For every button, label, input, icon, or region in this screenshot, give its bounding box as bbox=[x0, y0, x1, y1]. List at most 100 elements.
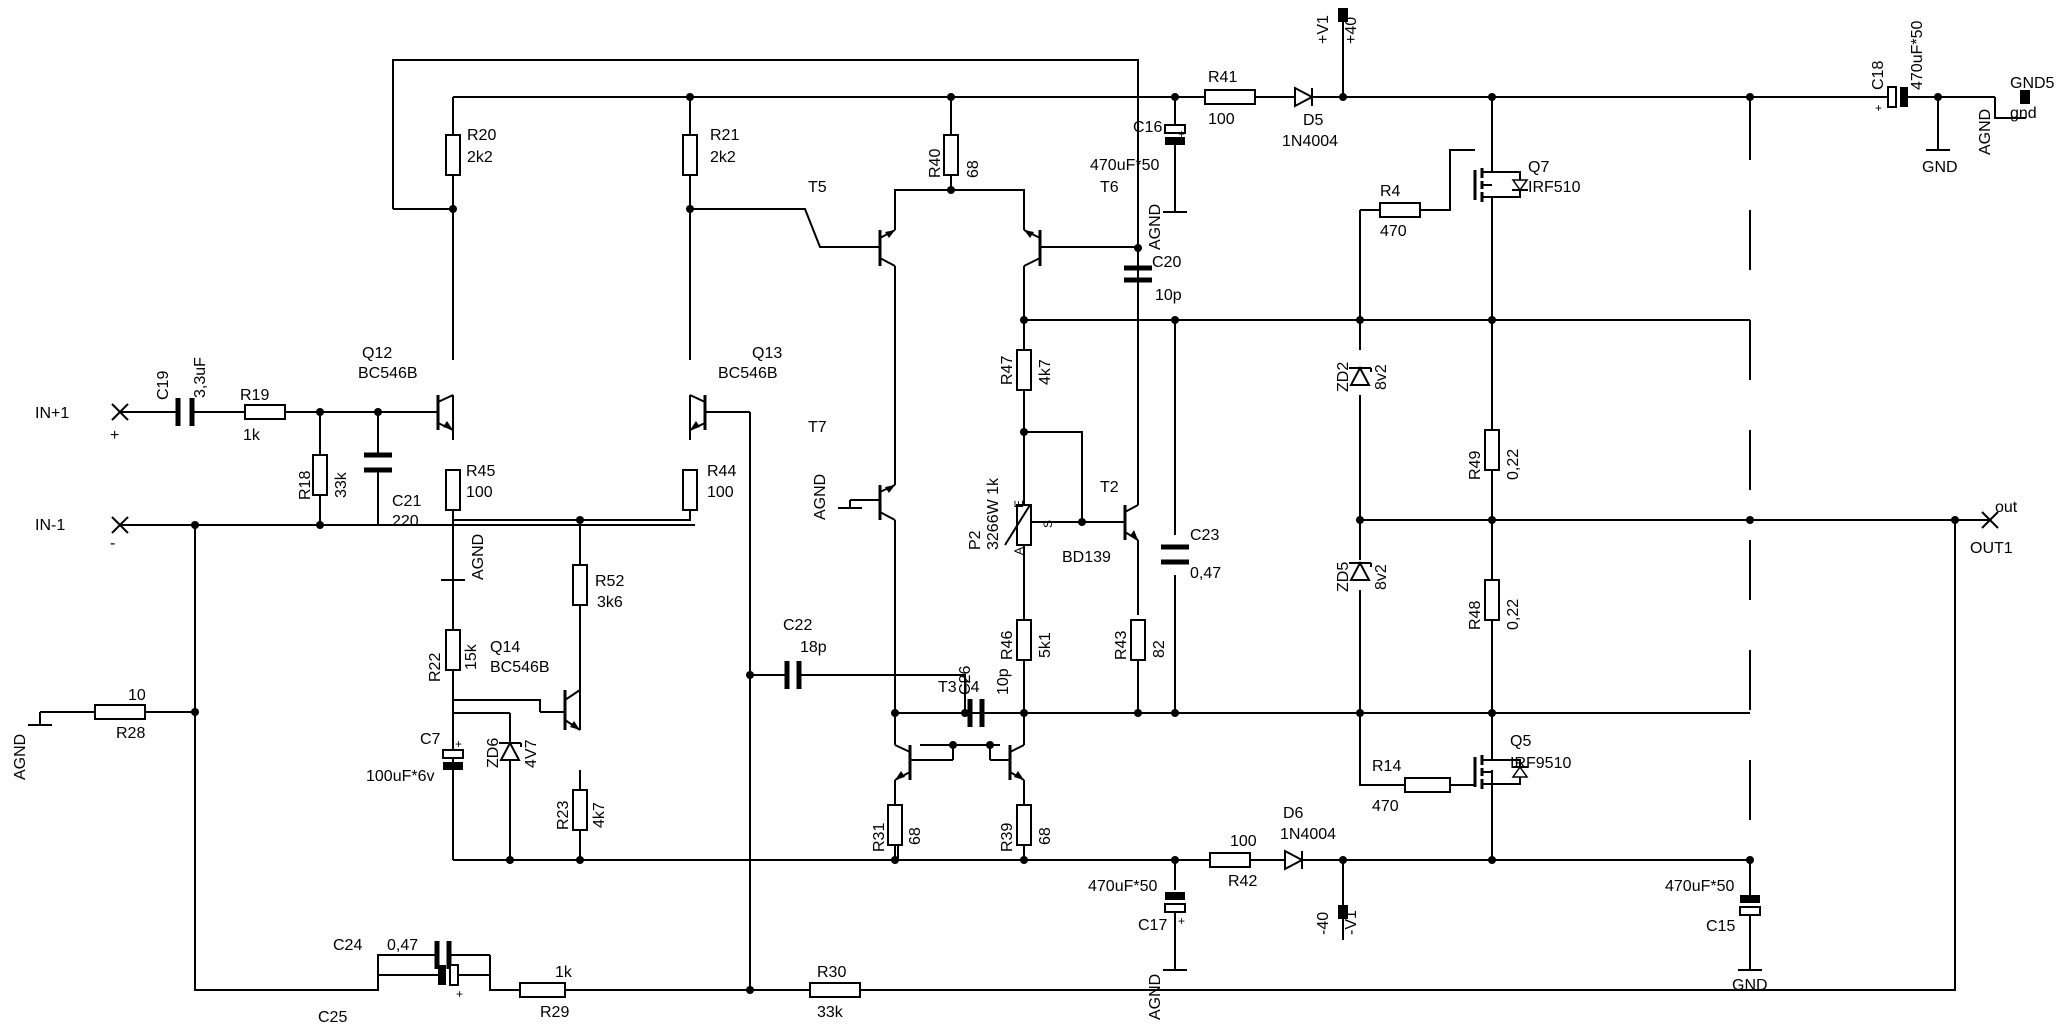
r47-ref: R47 bbox=[999, 356, 1016, 385]
r39-val: 68 bbox=[1037, 827, 1054, 845]
d5-diode bbox=[1294, 86, 1320, 108]
r49-val: 0,22 bbox=[1505, 449, 1522, 480]
junctions bbox=[191, 93, 1959, 994]
r43-val: 82 bbox=[1151, 640, 1168, 658]
q12-val: BC546B bbox=[358, 365, 418, 382]
q5-ref: Q5 bbox=[1510, 733, 1531, 750]
r29-resistor bbox=[519, 982, 566, 998]
c24-ref: C24 bbox=[333, 937, 362, 954]
diodes bbox=[453, 86, 1372, 871]
q12-transistor bbox=[420, 394, 454, 431]
r40-ref: R40 bbox=[927, 149, 944, 178]
pot-wiper bbox=[1004, 504, 1082, 546]
vminus-label: -V1 bbox=[1343, 910, 1360, 935]
t4-transistor bbox=[952, 744, 1025, 781]
agnd-label-c16: AGND bbox=[1147, 204, 1164, 250]
c26-capacitor bbox=[953, 699, 990, 727]
q7-ref: Q7 bbox=[1528, 159, 1549, 176]
q14-transistor bbox=[453, 689, 581, 731]
r18-ref: R18 bbox=[297, 471, 314, 500]
r42-resistor bbox=[1209, 852, 1251, 868]
c18-plus: + bbox=[1875, 101, 1882, 115]
d6-val: 1N4004 bbox=[1280, 826, 1336, 843]
r20-resistor bbox=[445, 134, 461, 176]
c22-ref: C22 bbox=[783, 617, 812, 634]
t6-label: T6 bbox=[1100, 179, 1119, 196]
c18-ref: C18 bbox=[1870, 61, 1887, 90]
r28-val: 10 bbox=[128, 687, 146, 704]
r22-val: 15k bbox=[463, 643, 480, 670]
t2-transistor bbox=[1123, 500, 1139, 541]
t3-transistor bbox=[894, 744, 953, 781]
r46-ref: R46 bbox=[999, 631, 1016, 660]
r40-val: 68 bbox=[965, 160, 982, 178]
c26-ref: C26 bbox=[957, 666, 974, 695]
r14-ref: R14 bbox=[1372, 758, 1401, 775]
r44-val: 100 bbox=[707, 484, 734, 501]
r41-ref: R41 bbox=[1208, 69, 1237, 86]
zd6-val: 4V7 bbox=[523, 739, 540, 768]
r4-val: 470 bbox=[1380, 223, 1407, 240]
r52-val: 3k6 bbox=[597, 594, 623, 611]
d6-ref: D6 bbox=[1283, 805, 1304, 822]
resistors bbox=[94, 89, 1500, 998]
c7-capacitor bbox=[442, 730, 464, 860]
c19-ref: C19 bbox=[155, 371, 172, 400]
in-minus-label: IN-1 bbox=[35, 517, 65, 534]
t6-transistor bbox=[1023, 220, 1138, 267]
c15-ref: C15 bbox=[1706, 918, 1735, 935]
r52-ref: R52 bbox=[595, 573, 624, 590]
d5-ref: D5 bbox=[1303, 112, 1324, 129]
c23-val: 0,47 bbox=[1190, 565, 1221, 582]
r20-ref: R20 bbox=[467, 127, 496, 144]
q7-mosfet bbox=[1473, 160, 1529, 202]
c7-val: 100uF*6v bbox=[366, 768, 435, 785]
r18-val: 33k bbox=[333, 471, 350, 498]
c23-capacitor bbox=[1161, 544, 1189, 565]
c17-plus: + bbox=[1178, 914, 1185, 928]
c24-capacitor bbox=[434, 941, 490, 969]
gnd-small-label: gnd bbox=[2010, 105, 2037, 122]
r30-ref: R30 bbox=[817, 964, 846, 981]
gnd5-label: GND5 bbox=[2010, 75, 2055, 92]
r23-ref: R23 bbox=[555, 801, 572, 830]
c20-capacitor bbox=[1124, 265, 1152, 283]
zd5-val: 8v2 bbox=[1373, 564, 1390, 590]
r30-val: 33k bbox=[817, 1004, 844, 1021]
capacitors bbox=[170, 86, 1910, 986]
r48-resistor bbox=[1484, 579, 1500, 621]
r4-resistor bbox=[1379, 202, 1421, 218]
pot-pin-s: S bbox=[1041, 520, 1055, 528]
r43-resistor bbox=[1130, 619, 1146, 661]
pot-pin-a: A bbox=[1012, 547, 1026, 555]
r19-ref: R19 bbox=[240, 387, 269, 404]
in-plus-label: IN+1 bbox=[35, 405, 69, 422]
r49-resistor bbox=[1484, 429, 1500, 471]
r48-val: 0,22 bbox=[1505, 599, 1522, 630]
c21-val: 220 bbox=[392, 513, 419, 530]
q12-ref: Q12 bbox=[362, 345, 392, 362]
r42-val: 100 bbox=[1230, 833, 1257, 850]
t5-label: T5 bbox=[808, 179, 827, 196]
r18-resistor bbox=[312, 454, 328, 496]
gnd-label-c15: GND bbox=[1732, 977, 1768, 994]
agnd-label-c17: AGND bbox=[1147, 974, 1164, 1020]
c17-capacitor bbox=[1164, 892, 1186, 913]
agnd-label-top-right: AGND bbox=[1977, 109, 1994, 155]
zd6-ref: ZD6 bbox=[485, 738, 502, 768]
c7-ref: C7 bbox=[420, 731, 441, 748]
r19-resistor bbox=[244, 404, 286, 420]
d5-val: 1N4004 bbox=[1282, 133, 1338, 150]
r14-val: 470 bbox=[1372, 798, 1399, 815]
t2-label: T2 bbox=[1100, 479, 1119, 496]
zd5-zener bbox=[1349, 560, 1372, 581]
wires bbox=[40, 14, 1995, 991]
p2-val: 3266W 1k bbox=[985, 477, 1002, 550]
r21-val: 2k2 bbox=[710, 149, 736, 166]
agnd-label-r22: AGND bbox=[470, 534, 487, 580]
r39-ref: R39 bbox=[999, 823, 1016, 852]
r14-resistor bbox=[1404, 777, 1451, 793]
in-plus-sign: + bbox=[110, 427, 119, 444]
r29-ref: R29 bbox=[540, 1004, 569, 1021]
